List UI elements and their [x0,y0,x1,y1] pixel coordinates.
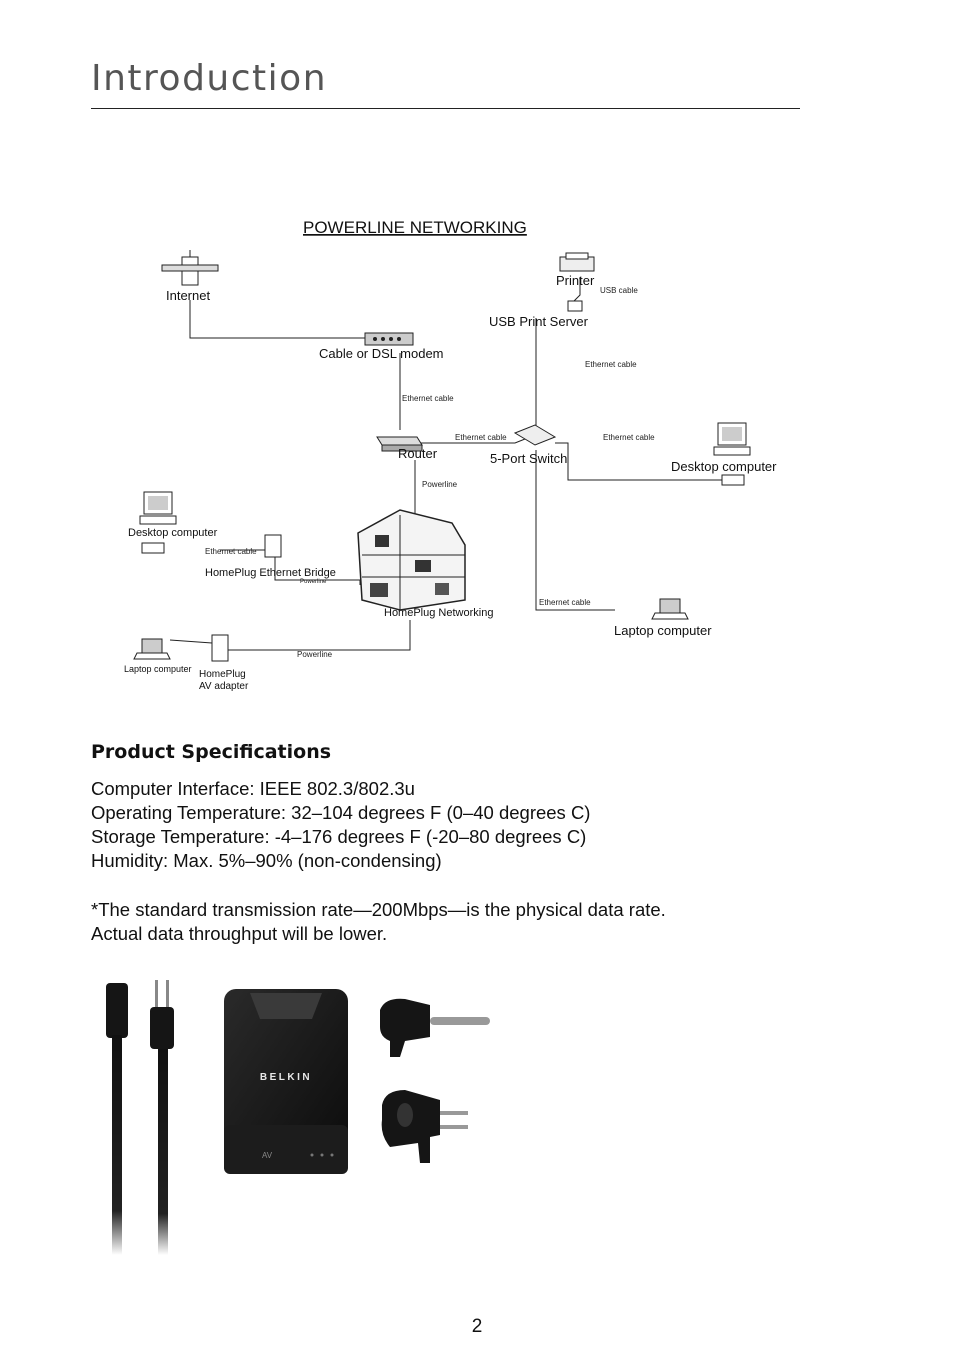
transmission-note: *The standard transmission rate—200Mbps—… [91,898,666,946]
led-indicator [320,1153,324,1157]
spec-line: Operating Temperature: 32–104 degrees F … [91,802,591,823]
specs-heading: Product Specifications [91,741,332,763]
diagram-title: POWERLINE NETWORKING [303,218,527,237]
router-icon [376,436,423,452]
label-ethernet-cable-3: Ethernet cable [455,433,507,442]
desktop-computer-left-icon [139,491,177,554]
label-ethernet-cable-5: Ethernet cable [205,547,257,556]
print-server-icon [567,300,583,312]
brand-logo: BELKIN [260,1072,312,1083]
laptop-computer-right-icon [651,598,689,620]
label-laptop-right: Laptop computer [614,623,712,638]
label-homeplug: HomePlug [199,669,246,680]
label-av-adapter: AV adapter [199,681,249,692]
house-illustration [357,509,466,611]
label-internet: Internet [166,288,210,303]
printer-icon [559,252,595,272]
label-desktop-left: Desktop computer [128,527,218,539]
label-switch: 5-Port Switch [490,451,567,466]
label-powerline-1: Powerline [422,480,458,489]
note-line: *The standard transmission rate—200Mbps—… [91,899,666,920]
label-laptop-left: Laptop computer [124,664,192,674]
desktop-computer-right-icon [713,422,751,486]
label-usb-cable: USB cable [600,286,638,295]
us-plug-adapter-icon [381,1090,468,1163]
homeplug-bridge-icon [264,534,282,558]
page-number: 2 [471,1316,483,1337]
powerline-network-diagram: POWERLINE NETWORKING Internet Cable or D… [100,205,820,705]
spec-line: Storage Temperature: -4–176 degrees F (-… [91,826,587,847]
label-ethernet-cable-6: Ethernet cable [539,598,591,607]
label-router: Router [398,446,438,461]
label-ethernet-cable-1: Ethernet cable [585,360,637,369]
eu-plug-adapter-icon [380,998,490,1057]
label-ethernet-cable-4: Ethernet cable [603,433,655,442]
spec-line: Computer Interface: IEEE 802.3/802.3u [91,778,415,799]
label-desktop-right: Desktop computer [671,459,777,474]
label-usb-print-server: USB Print Server [489,314,589,329]
spec-line: Humidity: Max. 5%–90% (non-condensing) [91,850,442,871]
label-modem: Cable or DSL modem [319,346,444,361]
specs-list: Computer Interface: IEEE 802.3/802.3u Op… [91,777,590,873]
label-powerline-3: Powerline [297,650,333,659]
adapter-device: BELKIN AV [224,989,348,1174]
led-indicator [310,1153,314,1157]
satellite-icon [161,250,219,286]
av-badge: AV [262,1151,273,1160]
ac-plug-icon [150,980,174,1255]
led-indicator [330,1153,334,1157]
title-rule [91,108,800,109]
label-ethernet-cable-2: Ethernet cable [402,394,454,403]
label-powerline-2: Powerline [300,579,327,585]
page-title: Introduction [91,58,328,99]
modem-icon [364,332,414,346]
laptop-computer-left-icon [133,638,171,660]
label-homeplug-networking: HomePlug Networking [384,607,493,619]
label-printer: Printer [556,273,595,288]
label-bridge: HomePlug Ethernet Bridge [205,567,336,579]
product-photo: BELKIN AV [100,975,500,1265]
homeplug-av-adapter-icon [211,634,229,662]
note-line: Actual data throughput will be lower. [91,923,388,944]
power-cord-icon [106,983,128,1255]
switch-icon [513,424,557,446]
